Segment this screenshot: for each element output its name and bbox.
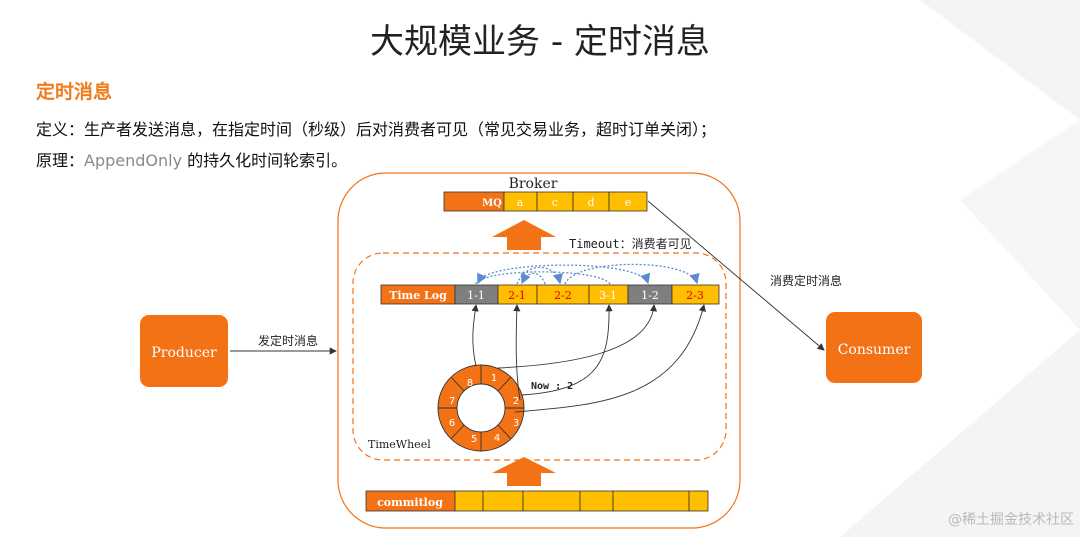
- now-label: Now : 2: [531, 381, 573, 392]
- up-arrow-head-mq: [492, 220, 556, 237]
- timelog-cell-3-1: 3-1: [599, 289, 617, 302]
- page-title: 大规模业务 - 定时消息: [370, 22, 710, 62]
- background-decoration: [840, 0, 1080, 537]
- consumer-label: Consumer: [838, 342, 911, 358]
- timelog-cell-2-2: 2-2: [554, 289, 572, 302]
- mq-cell-label: MQ: [482, 198, 502, 209]
- timelog-row: Time Log 1-1 2-1 2-2 3-1 1-2 2-3: [380, 284, 720, 305]
- timelog-cell-2-1: 2-1: [508, 289, 526, 302]
- consume-arrow: [647, 200, 825, 351]
- broker-label: Broker: [509, 176, 558, 192]
- wheel-slot-7: 7: [449, 396, 455, 407]
- mq-cell-e: e: [625, 196, 632, 209]
- wheel-slot-2: 2: [513, 396, 519, 407]
- timewheel-container: [352, 252, 727, 461]
- watermark: @稀土掘金技术社区: [948, 512, 1074, 528]
- principle-text: 原理：AppendOnly 的持久化时间轮索引。: [36, 147, 347, 171]
- wheel-slot-5: 5: [471, 434, 477, 445]
- commitlog-row: commitlog: [365, 490, 709, 512]
- broker-container: [337, 172, 741, 529]
- send-label: 发定时消息: [258, 333, 318, 348]
- timelog-label: Time Log: [389, 289, 447, 302]
- principle-suffix: 的持久化时间轮索引。: [182, 151, 348, 170]
- timeout-label: Timeout：消费者可见: [569, 237, 692, 251]
- mq-cell-c: c: [552, 196, 558, 209]
- section-heading: 定时消息: [36, 81, 113, 103]
- consume-label: 消费定时消息: [770, 273, 842, 288]
- mq-row: MQ a c d e: [443, 191, 648, 212]
- wheel-index-links: [471, 304, 706, 413]
- principle-prefix: 原理：: [36, 151, 85, 170]
- principle-keyword: AppendOnly: [84, 151, 183, 170]
- up-arrow-to-mq: [507, 237, 541, 250]
- wheel-slot-8: 8: [467, 378, 473, 389]
- mq-cell-d: d: [587, 196, 594, 209]
- commitlog-label: commitlog: [377, 496, 443, 509]
- timelog-link-arcs: [475, 263, 700, 285]
- wheel-slot-6: 6: [449, 418, 455, 429]
- mq-cell-a: a: [517, 196, 524, 209]
- timelog-cell-1-1: 1-1: [467, 289, 485, 302]
- timelog-cell-1-2: 1-2: [641, 289, 659, 302]
- wheel-slot-3: 3: [513, 418, 519, 429]
- up-arrow-head-commitlog: [492, 457, 556, 473]
- producer-box: [140, 315, 228, 387]
- timewheel-label: TimeWheel: [368, 438, 431, 451]
- timewheel: 1 2 3 4 5 6 7 8: [437, 364, 525, 452]
- wheel-slot-1: 1: [491, 373, 497, 384]
- timelog-cell-2-3: 2-3: [686, 289, 704, 302]
- definition-text: 定义：生产者发送消息，在指定时间（秒级）后对消费者可见（常见交易业务，超时订单关…: [36, 120, 717, 139]
- up-arrow-from-commitlog: [507, 473, 541, 486]
- consumer-box: [826, 312, 922, 383]
- producer-label: Producer: [151, 345, 217, 361]
- wheel-slot-4: 4: [494, 433, 500, 444]
